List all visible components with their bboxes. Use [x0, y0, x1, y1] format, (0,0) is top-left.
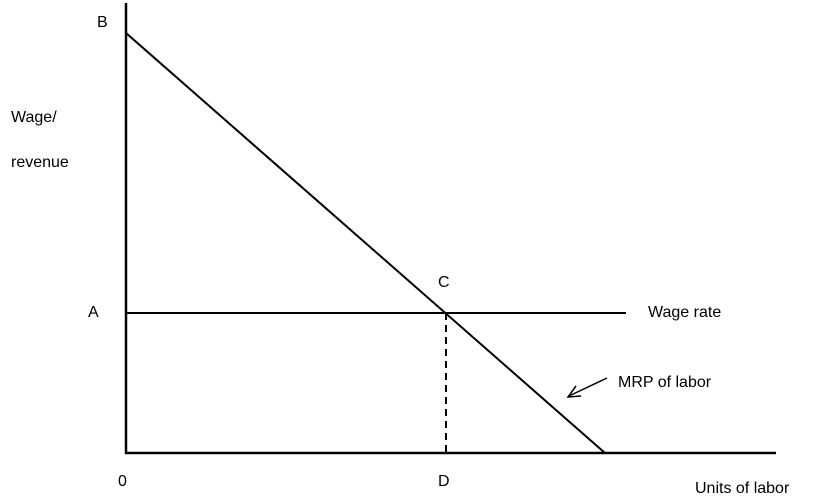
arrow-icon	[566, 377, 608, 398]
point-d-label: D	[438, 473, 450, 490]
mrp-label: MRP of labor	[618, 374, 712, 391]
y-axis-label-line1: Wage/	[11, 109, 57, 126]
point-c-label: C	[438, 274, 450, 291]
origin-label: 0	[118, 473, 127, 490]
y-axis-label-line2: revenue	[11, 154, 69, 171]
mrp-curve	[125, 32, 606, 454]
point-a-label: A	[88, 304, 99, 321]
x-axis-label: Units of labor	[695, 480, 790, 497]
wage-rate-label: Wage rate	[648, 304, 722, 321]
point-b-label: B	[97, 14, 108, 31]
